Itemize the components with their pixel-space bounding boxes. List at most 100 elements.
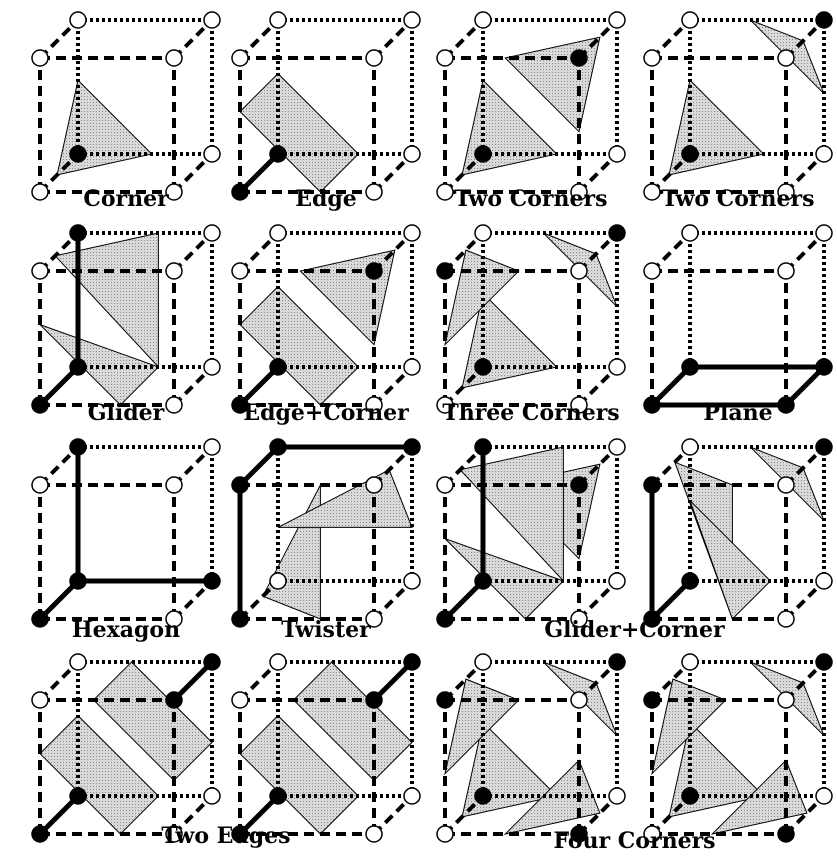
case-caption: Two Corners — [455, 186, 608, 212]
filled-vertex — [270, 788, 286, 804]
empty-vertex — [204, 439, 220, 455]
surface-patch — [669, 80, 764, 175]
empty-vertex — [609, 359, 625, 375]
empty-vertex — [437, 184, 453, 200]
empty-vertex — [270, 12, 286, 28]
empty-vertex — [404, 12, 420, 28]
filled-vertex — [70, 146, 86, 162]
empty-vertex — [437, 477, 453, 493]
filled-vertex — [816, 439, 832, 455]
empty-vertex — [437, 50, 453, 66]
case-caption: Hexagon — [72, 617, 180, 643]
case-caption: Three Corners — [442, 400, 619, 426]
filled-vertex — [644, 477, 660, 493]
cube-case-6 — [232, 225, 420, 413]
cube-case-9 — [32, 439, 220, 627]
empty-vertex — [270, 573, 286, 589]
empty-vertex — [204, 359, 220, 375]
cube-case-16 — [644, 654, 832, 842]
empty-vertex — [366, 50, 382, 66]
empty-vertex — [404, 225, 420, 241]
empty-vertex — [816, 225, 832, 241]
case-caption: Twister — [281, 617, 370, 643]
filled-vertex — [609, 654, 625, 670]
empty-vertex — [32, 50, 48, 66]
filled-vertex — [475, 359, 491, 375]
filled-vertex — [32, 611, 48, 627]
empty-vertex — [270, 654, 286, 670]
filled-vertex — [404, 439, 420, 455]
empty-vertex — [270, 225, 286, 241]
empty-vertex — [404, 573, 420, 589]
filled-vertex — [70, 359, 86, 375]
filled-vertex — [475, 788, 491, 804]
filled-vertex — [204, 573, 220, 589]
cube-case-3 — [437, 12, 625, 200]
empty-vertex — [404, 146, 420, 162]
empty-vertex — [204, 146, 220, 162]
empty-vertex — [70, 12, 86, 28]
empty-vertex — [609, 146, 625, 162]
empty-vertex — [682, 654, 698, 670]
empty-vertex — [571, 263, 587, 279]
case-caption: Plane — [703, 400, 772, 426]
filled-vertex — [682, 359, 698, 375]
cube-case-12 — [644, 439, 832, 627]
case-caption: Corner — [83, 186, 168, 212]
empty-vertex — [644, 50, 660, 66]
cube-case-4 — [644, 12, 832, 200]
filled-vertex — [571, 50, 587, 66]
filled-vertex — [366, 263, 382, 279]
empty-vertex — [778, 50, 794, 66]
filled-vertex — [682, 146, 698, 162]
empty-vertex — [475, 12, 491, 28]
cube-case-8 — [644, 225, 832, 413]
empty-vertex — [232, 263, 248, 279]
empty-vertex — [437, 826, 453, 842]
filled-vertex — [270, 146, 286, 162]
filled-vertex — [437, 263, 453, 279]
empty-vertex — [609, 788, 625, 804]
group-caption: Two Edges — [161, 823, 290, 849]
empty-vertex — [778, 477, 794, 493]
empty-vertex — [644, 263, 660, 279]
empty-vertex — [366, 477, 382, 493]
filled-vertex — [437, 692, 453, 708]
empty-vertex — [571, 692, 587, 708]
group-caption: Four Corners — [553, 828, 715, 854]
case-caption: Glider — [88, 400, 164, 426]
empty-vertex — [816, 146, 832, 162]
filled-vertex — [816, 12, 832, 28]
empty-vertex — [778, 263, 794, 279]
filled-vertex — [644, 397, 660, 413]
filled-vertex — [571, 477, 587, 493]
empty-vertex — [32, 263, 48, 279]
filled-vertex — [166, 692, 182, 708]
empty-vertex — [475, 654, 491, 670]
cube-case-13 — [32, 654, 220, 842]
empty-vertex — [682, 12, 698, 28]
surface-patch — [263, 485, 321, 619]
empty-vertex — [166, 477, 182, 493]
cube-case-15 — [437, 654, 625, 842]
empty-vertex — [609, 573, 625, 589]
empty-vertex — [204, 12, 220, 28]
filled-vertex — [778, 826, 794, 842]
empty-vertex — [404, 359, 420, 375]
case-caption: Edge+Corner — [243, 400, 408, 426]
filled-vertex — [232, 184, 248, 200]
empty-vertex — [32, 692, 48, 708]
empty-vertex — [609, 439, 625, 455]
filled-vertex — [70, 788, 86, 804]
empty-vertex — [816, 573, 832, 589]
empty-vertex — [404, 788, 420, 804]
cube-case-7 — [437, 225, 625, 413]
filled-vertex — [609, 225, 625, 241]
empty-vertex — [32, 477, 48, 493]
empty-vertex — [70, 654, 86, 670]
filled-vertex — [70, 573, 86, 589]
filled-vertex — [70, 225, 86, 241]
filled-vertex — [475, 146, 491, 162]
empty-vertex — [232, 50, 248, 66]
